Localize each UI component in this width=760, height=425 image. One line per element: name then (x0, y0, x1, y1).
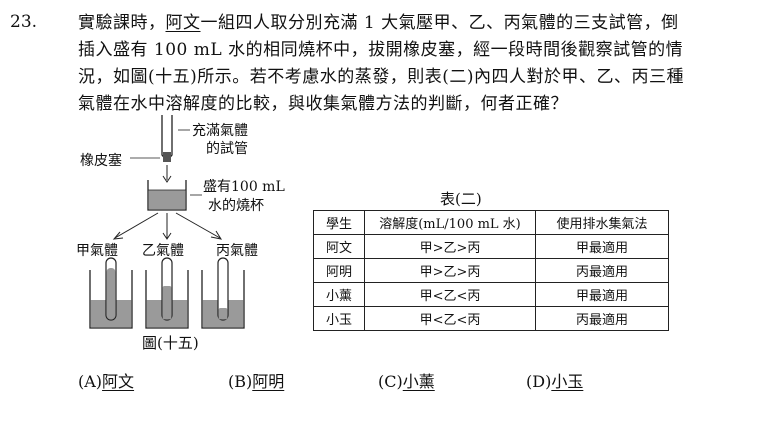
table-2: 學生 溶解度(mL/100 mL 水) 使用排水集氣法 阿文 甲>乙>丙 甲最適… (313, 210, 669, 331)
option-key: (A) (78, 372, 103, 391)
cell-collection: 丙最適用 (535, 258, 669, 283)
figure-15: 充滿氣體 的試管 橡皮塞 盛有100 mL 水的燒杯 甲氣體 乙氣體 丙氣體 圖… (70, 110, 300, 360)
stem-line: 氣體在水中溶解度的比較，與收集氣體方法的判斷，何者正確？ (78, 91, 748, 118)
option-key: (B) (228, 372, 253, 391)
stem-text: 氣體在水中溶解度的比較，與收集氣體方法的判斷，何者正確？ (78, 94, 568, 114)
option-key: (C) (378, 372, 403, 391)
cell-collection: 丙最適用 (535, 306, 669, 331)
option-a[interactable]: (A)阿文 (78, 368, 134, 392)
cell-collection: 甲最適用 (535, 234, 669, 259)
table-row: 阿文 甲>乙>丙 甲最適用 (313, 234, 669, 259)
table-row: 阿明 甲>乙>丙 丙最適用 (313, 258, 669, 283)
stem-line: 實驗課時，阿文一組四人取分別充滿 1 大氣壓甲、乙、丙氣體的三支試管，倒 (78, 10, 748, 37)
cell-solubility: 甲<乙<丙 (364, 282, 536, 307)
cell-student: 小玉 (313, 306, 365, 331)
cell-student: 阿文 (313, 234, 365, 259)
beaker-label-2: 水的燒杯 (208, 198, 264, 214)
table-row: 小玉 甲<乙<丙 丙最適用 (313, 306, 669, 331)
cell-solubility: 甲<乙<丙 (364, 306, 536, 331)
question-number: 23. (10, 12, 38, 32)
header-collection: 使用排水集氣法 (535, 210, 669, 235)
rubber-stopper (163, 152, 171, 162)
gas-b-label: 乙氣體 (142, 243, 184, 259)
option-b[interactable]: (B)阿明 (228, 368, 284, 392)
option-name: 小薰 (402, 372, 435, 391)
option-c[interactable]: (C)小薰 (378, 368, 435, 392)
apparatus-diagram (89, 115, 245, 329)
tube-label-1: 充滿氣體 (192, 123, 248, 139)
header-solubility: 溶解度(mL/100 mL 水) (364, 210, 536, 235)
beaker-gas-b (145, 257, 189, 329)
option-name: 小玉 (551, 372, 584, 391)
cell-student: 阿明 (313, 258, 365, 283)
cell-student: 小薰 (313, 282, 365, 307)
table-caption: 表(二) (440, 190, 482, 208)
gas-a-label: 甲氣體 (76, 243, 118, 259)
cell-solubility: 甲>乙>丙 (364, 258, 536, 283)
figure-caption: 圖(十五) (142, 334, 199, 352)
option-name: 阿文 (102, 372, 135, 391)
gas-c-label: 丙氣體 (216, 243, 258, 259)
stem-line: 況，如圖(十五)所示。若不考慮水的蒸發，則表(二)內四人對於甲、乙、丙三種 (78, 64, 748, 91)
beaker-label-1: 盛有100 mL (203, 179, 285, 195)
stopper-label: 橡皮塞 (80, 153, 122, 169)
underlined-name: 阿文 (165, 13, 201, 33)
tube-label-2: 的試管 (206, 141, 248, 157)
question-stem: 實驗課時，阿文一組四人取分別充滿 1 大氣壓甲、乙、丙氣體的三支試管，倒插入盛有… (78, 10, 748, 118)
table-header-row: 學生 溶解度(mL/100 mL 水) 使用排水集氣法 (313, 210, 669, 235)
table-row: 小薰 甲<乙<丙 甲最適用 (313, 282, 669, 307)
header-student: 學生 (313, 210, 365, 235)
beaker (147, 180, 187, 211)
gas-filled-tube (161, 115, 190, 162)
cell-solubility: 甲>乙>丙 (364, 234, 536, 259)
beaker-gas-a (89, 257, 133, 329)
stem-text: 插入盛有 100 mL 水的相同燒杯中，拔開橡皮塞，經一段時間後觀察試管的情 (78, 40, 684, 60)
option-d[interactable]: (D)小玉 (526, 368, 583, 392)
option-key: (D) (526, 372, 552, 391)
stem-text: 況，如圖(十五)所示。若不考慮水的蒸發，則表(二)內四人對於甲、乙、丙三種 (78, 67, 685, 87)
stem-text: 實驗課時， (78, 13, 166, 33)
beaker-gas-c (201, 257, 245, 329)
option-name: 阿明 (252, 372, 285, 391)
stem-line: 插入盛有 100 mL 水的相同燒杯中，拔開橡皮塞，經一段時間後觀察試管的情 (78, 37, 748, 64)
stem-text: 一組四人取分別充滿 1 大氣壓甲、乙、丙氣體的三支試管，倒 (200, 13, 679, 33)
cell-collection: 甲最適用 (535, 282, 669, 307)
